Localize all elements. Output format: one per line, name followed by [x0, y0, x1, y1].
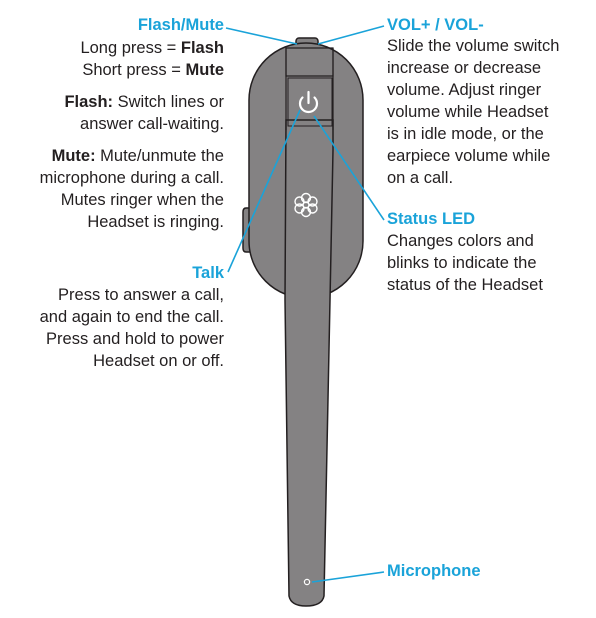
volume-description: Slide the volume switch increase or decr…: [387, 37, 560, 187]
leader-microphone: [311, 571, 385, 583]
microphone-hole: [303, 578, 311, 586]
talk-title: Talk: [192, 264, 224, 282]
status-led-description: Changes colors and blinks to indicate th…: [387, 232, 543, 294]
volume-title: VOL+ / VOL-: [387, 16, 484, 34]
flash-mute-press-info: Long press = Flash Short press = Mute: [80, 39, 224, 79]
headset-boom: [284, 119, 334, 607]
leader-talk: [227, 109, 301, 273]
talk-description: Press to answer a call, and again to end…: [39, 286, 224, 370]
flower-logo-icon: [294, 192, 318, 218]
talk-button[interactable]: [287, 77, 333, 127]
microphone-title: Microphone: [387, 562, 481, 580]
leader-status-led: [313, 115, 385, 221]
status-led: [307, 113, 311, 117]
flash-description: Flash: Switch lines or answer call-waiti…: [64, 93, 224, 133]
leader-flash-mute: [225, 27, 298, 45]
mute-description: Mute: Mute/unmute the microphone during …: [39, 147, 224, 231]
power-icon: [298, 90, 319, 114]
status-led-title: Status LED: [387, 210, 476, 228]
leader-volume: [317, 25, 385, 45]
flash-mute-title: Flash/Mute: [137, 16, 224, 34]
